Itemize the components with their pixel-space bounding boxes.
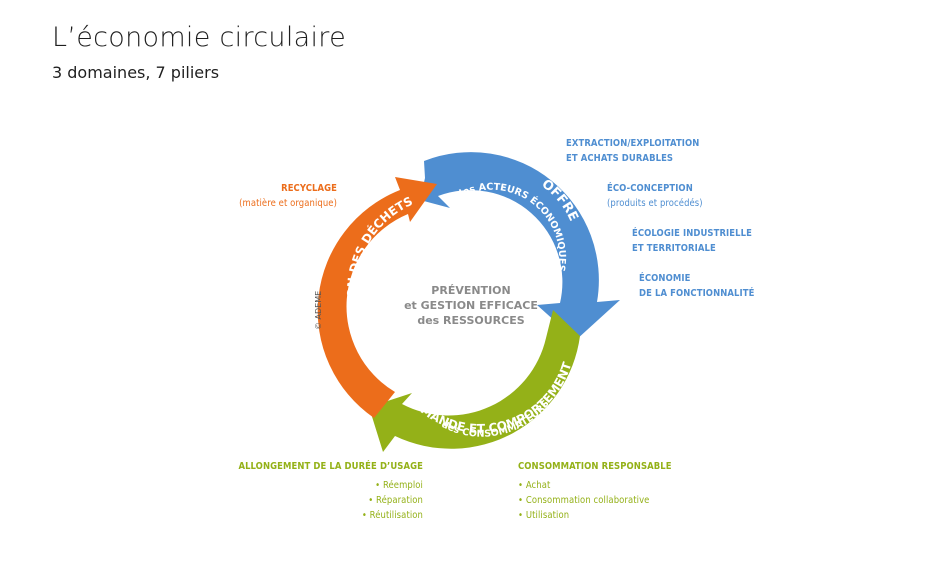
pillar-allongement-heading: ALLONGEMENT DE LA DURÉE D’USAGE [238,461,423,472]
dechets-label: GESTION DES DÉCHETS [345,194,415,340]
center-line-1: PRÉVENTION [431,284,510,297]
pillar-economie-line1: ÉCONOMIE [639,273,691,284]
page-subtitle: 3 domaines, 7 piliers [52,63,220,82]
pillar-allongement-item-1: • Réemploi [375,480,423,491]
pillar-ecoconception-line1: ÉCO-CONCEPTION [607,183,693,194]
pillar-consommation-item-3: • Utilisation [518,510,570,521]
pillar-ecologie-line2: ET TERRITORIALE [632,243,716,254]
pillar-extraction-line2: ET ACHATS DURABLES [566,153,674,164]
pillar-consommation-item-1: • Achat [518,480,551,491]
pillar-recyclage: RECYCLAGE (matière et organique) [200,181,337,211]
pillar-economie: ÉCONOMIE DE LA FONCTIONNALITÉ [639,271,754,301]
pillar-consommation: CONSOMMATION RESPONSABLE • Achat • Conso… [518,459,672,523]
ademe-credit: © ADEME [314,291,323,330]
pillar-consommation-item-2: • Consommation collaborative [518,495,650,506]
demande-arrow [369,310,580,452]
center-line-2: et GESTION EFFICACE [404,299,538,312]
pillar-recyclage-line1: RECYCLAGE [281,183,337,194]
pillar-economie-line2: DE LA FONCTIONNALITÉ [639,288,755,299]
pillar-extraction-line1: EXTRACTION/EXPLOITATION [566,138,700,149]
pillar-ecoconception-line2: (produits et procédés) [607,198,703,209]
dechets-arrow [317,177,437,418]
offre-arrow-body [420,152,620,340]
pillar-allongement-item-2: • Réparation [368,495,423,506]
pillar-allongement: ALLONGEMENT DE LA DURÉE D’USAGE • Réempl… [232,459,423,523]
pillar-ecoconception: ÉCO-CONCEPTION (produits et procédés) [607,181,703,211]
pillar-ecologie-line1: ÉCOLOGIE INDUSTRIELLE [632,228,752,239]
pillar-recyclage-line2: (matière et organique) [239,198,337,209]
center-line-3: des RESSOURCES [417,314,524,327]
pillar-consommation-heading: CONSOMMATION RESPONSABLE [518,461,672,472]
pillar-extraction: EXTRACTION/EXPLOITATION ET ACHATS DURABL… [566,136,699,166]
pillar-ecologie: ÉCOLOGIE INDUSTRIELLE ET TERRITORIALE [632,226,752,256]
pillar-allongement-item-3: • Réutilisation [361,510,423,521]
page-title: L’économie circulaire [52,22,347,53]
